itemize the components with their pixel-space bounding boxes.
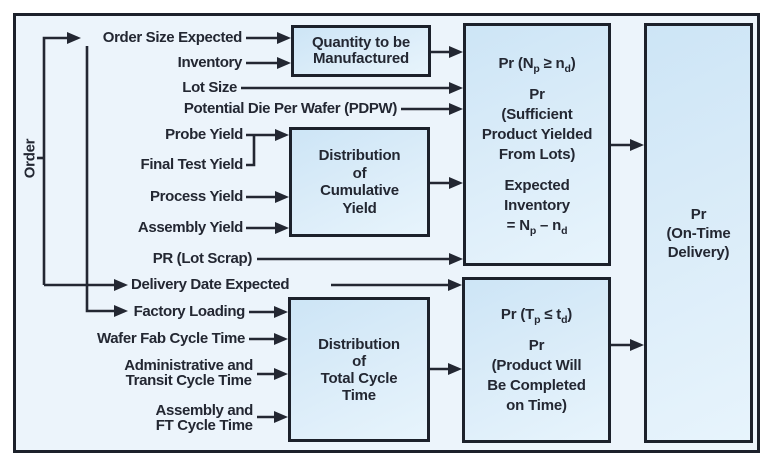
expected-inventory-text: Expected Inventory= Np – nd [504, 176, 570, 237]
formula-np-ge-nd: Pr (Np ≥ nd) [498, 54, 576, 75]
label-wafer-fab-cycle-time: Wafer Fab Cycle Time [96, 330, 245, 347]
label-factory-loading: Factory Loading [133, 303, 246, 320]
order-axis-label: Order [21, 138, 39, 179]
label-pdpw: Potential Die Per Wafer (PDPW) [183, 100, 398, 117]
formula-tp-le-td: Pr (Tp ≤ td) [500, 305, 573, 326]
label-admin-transit-cycle-time: Administrative and Transit Cycle Time [124, 357, 253, 389]
label-assembly-yield: Assembly Yield [137, 219, 244, 236]
quantity-to-be-manufactured-box: Quantity to be Manufactured [291, 25, 431, 77]
label-pr-lot-scrap: PR (Lot Scrap) [152, 250, 253, 267]
sufficient-product-text: Pr (Sufficient Product Yielded From Lots… [481, 85, 593, 163]
label-order-size-expected: Order Size Expected [102, 29, 243, 46]
time-probability-box: Pr (Tp ≤ td) Pr (Product Will Be Complet… [462, 277, 611, 443]
yield-probability-box: Pr (Np ≥ nd) Pr (Sufficient Product Yiel… [463, 23, 611, 266]
on-time-delivery-box: Pr (On-Time Delivery) [644, 23, 753, 443]
distribution-cumulative-yield-box: Distribution of Cumulative Yield [289, 127, 430, 237]
label-final-test-yield: Final Test Yield [140, 156, 244, 173]
completed-on-time-text: Pr (Product Will Be Completed on Time) [487, 336, 586, 414]
label-process-yield: Process Yield [149, 188, 243, 205]
label-assembly-ft-cycle-time: Assembly and FT Cycle Time [155, 402, 253, 434]
label-lot-size: Lot Size [182, 79, 237, 96]
formula-np-minus-nd: = Np – nd [506, 216, 568, 237]
label-probe-yield: Probe Yield [165, 126, 243, 143]
distribution-total-cycle-time-box: Distribution of Total Cycle Time [288, 297, 430, 442]
label-inventory: Inventory [177, 54, 243, 71]
label-delivery-date-expected: Delivery Date Expected [131, 276, 290, 293]
